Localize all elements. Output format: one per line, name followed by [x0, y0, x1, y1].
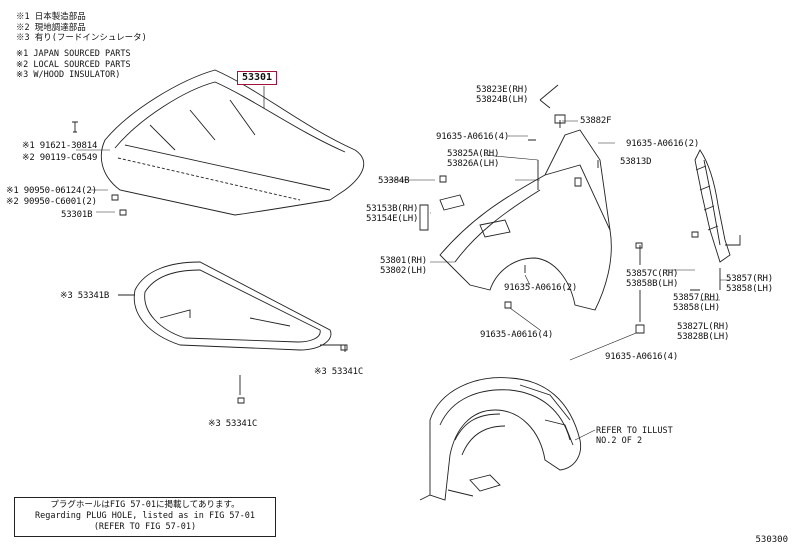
part-number: 53301	[241, 72, 273, 83]
part-label[interactable]: 53153B(RH)	[366, 204, 419, 214]
part-label[interactable]: 53857(RH)	[673, 293, 720, 303]
part-label[interactable]: 53858(LH)	[673, 303, 720, 313]
legend-line-2: ※2 現地調達部品	[16, 22, 86, 33]
hood-fasteners	[72, 86, 265, 216]
front-fender	[419, 84, 645, 334]
hood-panel	[100, 69, 365, 216]
part-label[interactable]: 53827L(RH)	[677, 322, 730, 332]
part-label[interactable]: 53384B	[378, 176, 410, 186]
part-label[interactable]: 91635-A0616(4)	[480, 330, 554, 340]
part-label[interactable]: 91635-A0616(2)	[626, 139, 700, 149]
part-label[interactable]: 91635-A0616(4)	[436, 132, 510, 142]
leader-lines	[387, 120, 730, 441]
plug-hole-note-box: プラグホールはFIG 57-01に掲載してあります。 Regarding PLU…	[14, 497, 276, 537]
legend-line-6: ※3 W/HOOD INSULATOR)	[16, 70, 121, 80]
part-label[interactable]: 53828B(LH)	[677, 332, 730, 342]
note-line-3: (REFER TO FIG 57-01)	[93, 522, 197, 532]
refer-note-line-1: REFER TO ILLUST	[596, 426, 673, 436]
part-label[interactable]: 91635-A0616(2)	[504, 283, 578, 293]
part-label[interactable]: 53823E(RH)	[476, 85, 529, 95]
hood-insulator	[118, 261, 348, 404]
part-label[interactable]: ※1 91621-30814	[22, 141, 98, 151]
part-label[interactable]: 53825A(RH)	[447, 149, 500, 159]
part-label[interactable]: 53857C(RH)	[626, 269, 679, 279]
part-label[interactable]: 53801(RH)	[380, 256, 427, 266]
part-label[interactable]: 53824B(LH)	[476, 95, 529, 105]
figure-code: 530300	[755, 535, 788, 545]
legend-line-3: ※3 有り(フードインシュレータ)	[16, 33, 147, 43]
part-label-53301-highlighted[interactable]: 53301	[237, 71, 277, 85]
note-line-1: プラグホールはFIG 57-01に掲載してあります。	[50, 500, 240, 510]
part-label[interactable]: 53301B	[61, 210, 93, 220]
part-label[interactable]: 91635-A0616(4)	[605, 352, 679, 362]
part-label[interactable]: 53857(RH)	[726, 274, 773, 284]
part-label[interactable]: ※3 53341B	[60, 291, 110, 301]
part-label[interactable]: ※3 53341C	[314, 367, 364, 377]
note-line-2: Regarding PLUG HOLE, listed as in FIG 57…	[34, 511, 256, 521]
part-label[interactable]: 53802(LH)	[380, 266, 427, 276]
part-label[interactable]: 53858(LH)	[726, 284, 773, 294]
fender-liner	[419, 377, 582, 501]
part-label[interactable]: 53813D	[620, 157, 652, 167]
part-label[interactable]: 53858B(LH)	[626, 279, 679, 289]
part-label[interactable]: 53154E(LH)	[366, 214, 419, 224]
part-label[interactable]: ※2 90119-C0549	[22, 153, 98, 163]
part-label[interactable]: ※3 53341C	[208, 419, 258, 429]
part-label[interactable]: 53826A(LH)	[447, 159, 500, 169]
legend-line-5: ※2 LOCAL SOURCED PARTS	[16, 59, 131, 70]
legend-line-4: ※1 JAPAN SOURCED PARTS	[16, 49, 131, 59]
part-label[interactable]: ※2 90950-C6001(2)	[6, 197, 97, 207]
refer-illustration-note: REFER TO ILLUST NO.2 OF 2	[596, 426, 673, 446]
refer-note-line-2: NO.2 OF 2	[596, 436, 643, 446]
part-label[interactable]: ※1 90950-06124(2)	[6, 186, 97, 196]
part-label[interactable]: 53882F	[580, 116, 612, 126]
legend-line-1: ※1 日本製造部品	[16, 12, 86, 22]
fender-seal	[635, 149, 741, 322]
